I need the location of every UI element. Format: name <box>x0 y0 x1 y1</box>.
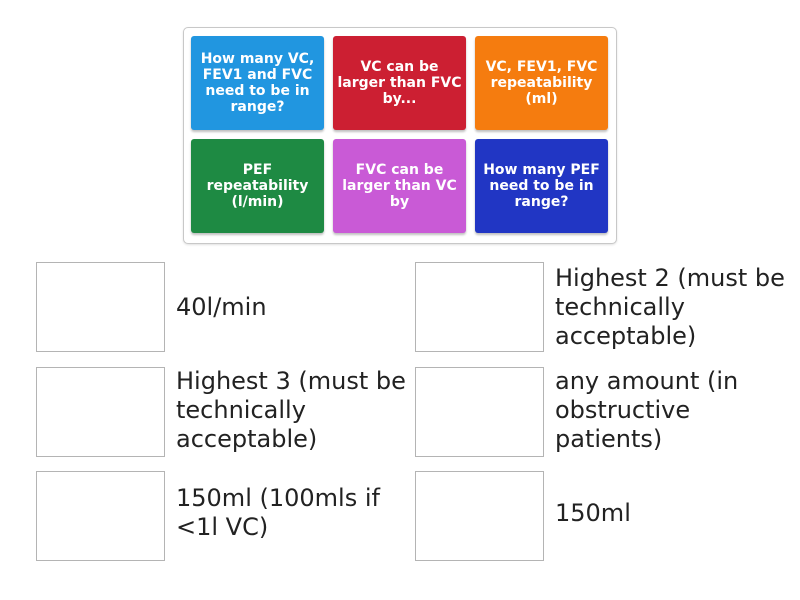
drop-slot-3[interactable] <box>36 367 165 457</box>
drop-slot-6[interactable] <box>415 471 544 561</box>
answer-text-1: 40l/min <box>176 292 267 321</box>
tile-how-many-vc-fev1-fvc[interactable]: How many VC, FEV1 and FVC need to be in … <box>191 36 324 130</box>
answer-text-3: Highest 3 (must be technically acceptabl… <box>176 366 406 453</box>
drop-slot-2[interactable] <box>415 262 544 352</box>
answer-text-2: Highest 2 (must be technically acceptabl… <box>555 263 785 350</box>
tile-pef-repeatability[interactable]: PEF repeatability (l/min) <box>191 139 324 233</box>
drop-slot-5[interactable] <box>36 471 165 561</box>
tile-fvc-larger-than-vc[interactable]: FVC can be larger than VC by <box>333 139 466 233</box>
tile-vc-fev1-fvc-repeatability[interactable]: VC, FEV1, FVC repeatability (ml) <box>475 36 608 130</box>
tile-vc-larger-than-fvc[interactable]: VC can be larger than FVC by... <box>333 36 466 130</box>
answer-text-5: 150ml (100mls if <1l VC) <box>176 484 380 541</box>
answer-text-6: 150ml <box>555 498 631 527</box>
tile-how-many-pef[interactable]: How many PEF need to be in range? <box>475 139 608 233</box>
answer-text-4: any amount (in obstructive patients) <box>555 366 739 453</box>
drop-slot-4[interactable] <box>415 367 544 457</box>
drop-slot-1[interactable] <box>36 262 165 352</box>
